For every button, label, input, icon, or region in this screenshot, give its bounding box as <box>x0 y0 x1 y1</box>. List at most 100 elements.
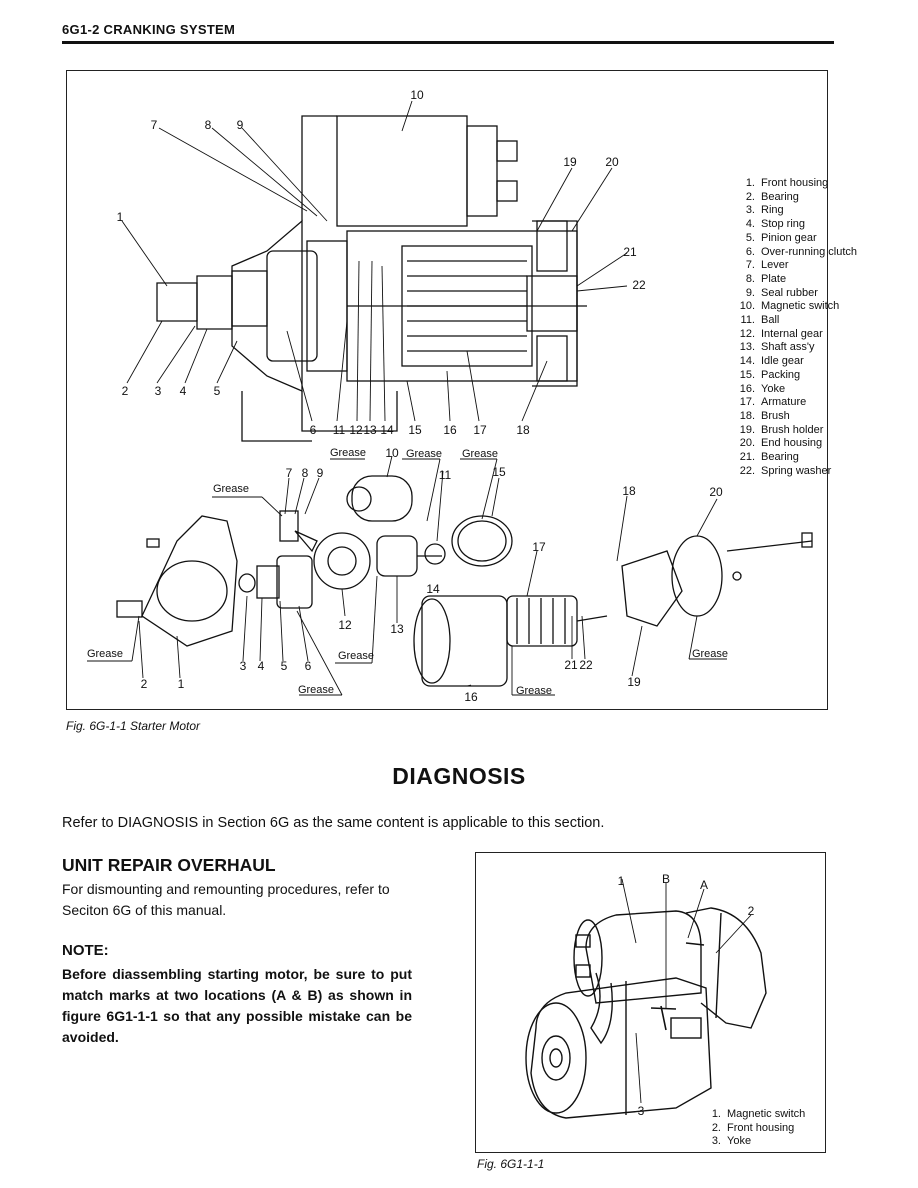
legend-label: Over-running clutch <box>761 245 857 258</box>
svg-text:18: 18 <box>622 484 636 498</box>
svg-text:19: 19 <box>563 155 577 169</box>
legend-label: Bearing <box>761 190 799 203</box>
legend-item: 7. Lever <box>735 259 857 273</box>
svg-text:18: 18 <box>516 423 530 437</box>
legend-label: Magnetic switch <box>761 300 840 313</box>
svg-text:22: 22 <box>632 278 646 292</box>
legend-item: 1.Magnetic switch <box>701 1108 805 1122</box>
svg-text:3: 3 <box>638 1104 645 1118</box>
legend-item: 9.Seal rubber <box>735 287 857 301</box>
legend-number: 3. <box>711 1135 721 1147</box>
svg-text:10: 10 <box>385 446 399 460</box>
legend-number: 2. <box>711 1121 721 1134</box>
svg-text:7: 7 <box>151 118 158 132</box>
legend-label: Bearing <box>761 451 799 464</box>
diagnosis-refer-text: Refer to DIAGNOSIS in Section 6G as the … <box>62 815 605 831</box>
svg-text:14: 14 <box>426 582 440 596</box>
legend-item: 17.Armature <box>735 396 857 410</box>
legend-item: 2. Front housing <box>701 1122 805 1136</box>
svg-text:11: 11 <box>333 423 346 437</box>
grease-label: Grease <box>213 483 249 495</box>
legend-label: Brush holder <box>761 423 824 436</box>
svg-text:8: 8 <box>302 466 309 480</box>
legend-label: Pinion gear <box>761 231 817 244</box>
legend-number: 1. <box>745 177 755 189</box>
legend-number: 8. <box>745 272 755 285</box>
legend-number: 15. <box>739 368 755 381</box>
figure1-caption: Fig. 6G-1-1 Starter Motor <box>66 719 201 733</box>
legend-item: 16.Yoke <box>735 383 857 397</box>
unit-repair-title: UNIT REPAIR OVERHAUL <box>62 855 276 875</box>
svg-text:6: 6 <box>305 659 312 673</box>
svg-text:21: 21 <box>564 658 578 672</box>
svg-text:20: 20 <box>709 485 723 499</box>
svg-text:2: 2 <box>141 677 148 691</box>
svg-text:7: 7 <box>286 466 293 480</box>
svg-text:2: 2 <box>748 904 755 918</box>
legend-item: 19. Brush holder <box>735 424 857 438</box>
legend-item: 14. Idle gear <box>735 355 857 369</box>
svg-text:5: 5 <box>214 384 221 398</box>
svg-text:14: 14 <box>380 423 394 437</box>
legend-number: 19. <box>739 423 755 436</box>
svg-text:16: 16 <box>443 423 457 437</box>
legend-label: Front housing <box>727 1121 795 1134</box>
svg-text:9: 9 <box>237 118 244 132</box>
legend-label: Internal gear <box>761 327 823 340</box>
legend-number: 18. <box>739 409 755 422</box>
legend-item: 10.Magnetic switch <box>735 300 857 314</box>
starter-exterior-drawing: 1 B A 2 3 <box>525 872 767 1119</box>
svg-text:9: 9 <box>317 466 324 480</box>
header-rule <box>62 41 834 44</box>
legend-label: Stop ring <box>761 218 806 231</box>
legend-number: 9. <box>745 286 755 299</box>
legend-number: 6. <box>745 245 755 258</box>
page-header: 6G1-2 CRANKING SYSTEM <box>62 22 236 37</box>
svg-text:13: 13 <box>363 423 377 437</box>
legend-number: 17. <box>739 396 755 409</box>
grease-labels: Grease Grease Grease Grease Grease Greas… <box>87 447 728 697</box>
svg-text:4: 4 <box>258 659 265 673</box>
legend-label: Lever <box>761 259 789 272</box>
unit-repair-body: For dismounting and remounting procedure… <box>62 881 390 918</box>
legend-label: Shaft ass'y <box>761 341 815 354</box>
legend-item: 18.Brush <box>735 410 857 424</box>
legend-number: 14. <box>739 355 755 368</box>
legend-item: 2.Bearing <box>735 191 857 205</box>
section-title: DIAGNOSIS <box>392 763 526 789</box>
svg-text:17: 17 <box>532 540 546 554</box>
svg-text:8: 8 <box>205 118 212 132</box>
legend-label: Yoke <box>727 1135 752 1147</box>
grease-label: Grease <box>298 684 334 696</box>
grease-label: Grease <box>87 648 123 660</box>
legend-item: 12.Internal gear <box>735 328 857 342</box>
svg-text:16: 16 <box>464 690 478 704</box>
svg-text:5: 5 <box>281 659 288 673</box>
legend-label: Idle gear <box>761 355 804 368</box>
legend-number: 3. <box>745 204 755 217</box>
grease-label: Grease <box>338 650 374 662</box>
svg-text:B: B <box>662 872 670 886</box>
starter-motor-figure: 10 7 8 9 19 20 21 22 1 2 3 4 5 6 11 12 1… <box>66 70 857 710</box>
legend-label: Front housing <box>761 177 829 189</box>
legend-item: 1. Front housing <box>735 177 857 191</box>
legend-label: End housing <box>761 437 823 450</box>
legend-number: 13. <box>739 341 755 354</box>
grease-label: Grease <box>330 447 366 459</box>
legend-item: 4.Stop ring <box>735 218 857 232</box>
grease-label: Grease <box>406 448 442 460</box>
svg-text:2: 2 <box>122 384 129 398</box>
svg-text:11: 11 <box>439 468 452 482</box>
legend-item: 8.Plate <box>735 273 857 287</box>
svg-text:A: A <box>700 878 708 892</box>
legend-item: 20.End housing <box>735 437 857 451</box>
svg-text:6: 6 <box>310 423 317 437</box>
legend-item: 15.Packing <box>735 369 857 383</box>
legend-number: 22. <box>739 464 755 477</box>
legend-number: 5. <box>745 231 755 244</box>
legend-item: 6. Over-running clutch <box>735 246 857 260</box>
grease-label: Grease <box>516 685 552 697</box>
legend-number: 7. <box>745 259 755 272</box>
